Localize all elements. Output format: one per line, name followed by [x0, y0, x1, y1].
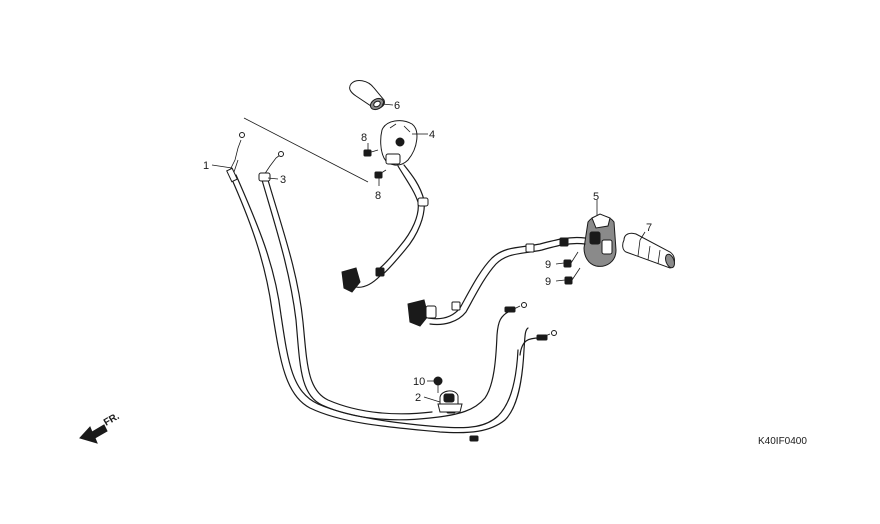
callout-1: 1	[203, 160, 209, 172]
screw-9-upper	[563, 251, 579, 268]
callout-8-lower: 8	[375, 190, 381, 202]
cable-clamp	[437, 390, 463, 413]
leader-6	[381, 103, 394, 106]
leader-9a	[555, 262, 565, 265]
leader-7	[639, 231, 646, 241]
right-grip	[622, 232, 675, 269]
bolt-8-upper	[363, 149, 379, 157]
throttle-cable-return	[258, 151, 527, 421]
leader-2	[423, 396, 441, 403]
bolt-8-lower	[374, 169, 387, 179]
callout-3: 3	[280, 174, 286, 186]
callout-8-upper: 8	[361, 132, 367, 144]
right-switch-housing	[407, 213, 617, 327]
callout-9-lower: 9	[545, 276, 551, 288]
front-direction-arrow-icon: FR.	[79, 411, 122, 444]
direction-label: FR.	[102, 411, 122, 429]
callout-4: 4	[429, 129, 435, 141]
callout-10: 10	[413, 376, 425, 388]
callout-6: 6	[394, 100, 400, 112]
callout-7: 7	[646, 222, 652, 234]
screw-9-lower	[564, 267, 581, 285]
leader-3	[267, 177, 279, 180]
diagram-code: K40IF0400	[758, 436, 807, 447]
callout-5: 5	[593, 191, 599, 203]
left-grip	[349, 80, 385, 111]
cable-end-lower	[519, 330, 557, 356]
left-switch-housing	[341, 120, 429, 293]
callout-9-upper: 9	[545, 259, 551, 271]
leader-1	[211, 164, 233, 169]
callout-2: 2	[415, 392, 421, 404]
leader-9b	[555, 279, 566, 282]
bolt-10	[433, 376, 443, 393]
